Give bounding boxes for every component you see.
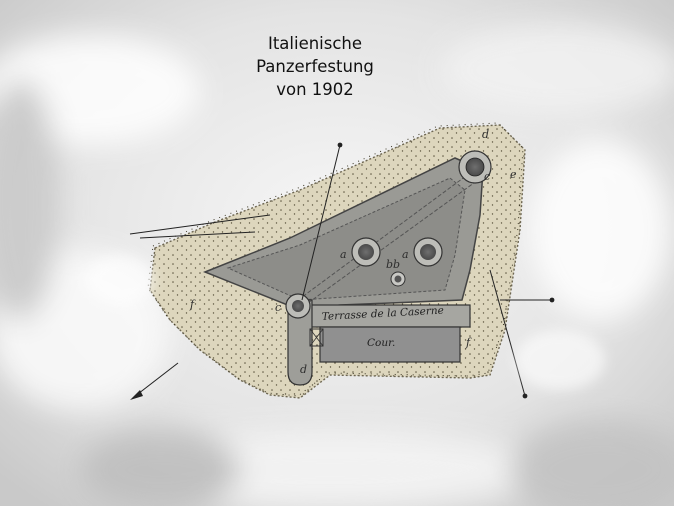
caption-line-3: von 1902 — [276, 80, 354, 99]
marker-b-left: b — [386, 258, 393, 271]
marker-d-bottom: d — [300, 363, 307, 376]
marker-f-left: f — [189, 298, 196, 311]
cloud-layer — [0, 25, 674, 506]
gun-turrets — [285, 150, 492, 319]
court-label: Cour. — [367, 337, 395, 349]
marker-d-top: d — [482, 128, 489, 141]
caption-line-2: Panzerfestung — [256, 57, 374, 76]
marker-e: e — [510, 168, 517, 181]
image-caption: Italienische Panzerfestung von 1902 — [220, 32, 410, 101]
arrow-markers — [130, 142, 555, 400]
marker-c-right: c — [484, 170, 490, 183]
plan-markers: d c e a a b b c d f f — [189, 128, 517, 376]
marker-b-right: b — [393, 258, 400, 271]
marker-c-left: c — [275, 301, 281, 314]
marker-f-right: f — [465, 336, 472, 349]
marker-a-left: a — [340, 248, 347, 261]
sight-lines — [129, 144, 552, 398]
caption-line-1: Italienische — [267, 34, 363, 53]
cloud-overlay — [85, 255, 605, 390]
fort-body — [202, 157, 484, 386]
marker-a-right: a — [402, 248, 409, 261]
